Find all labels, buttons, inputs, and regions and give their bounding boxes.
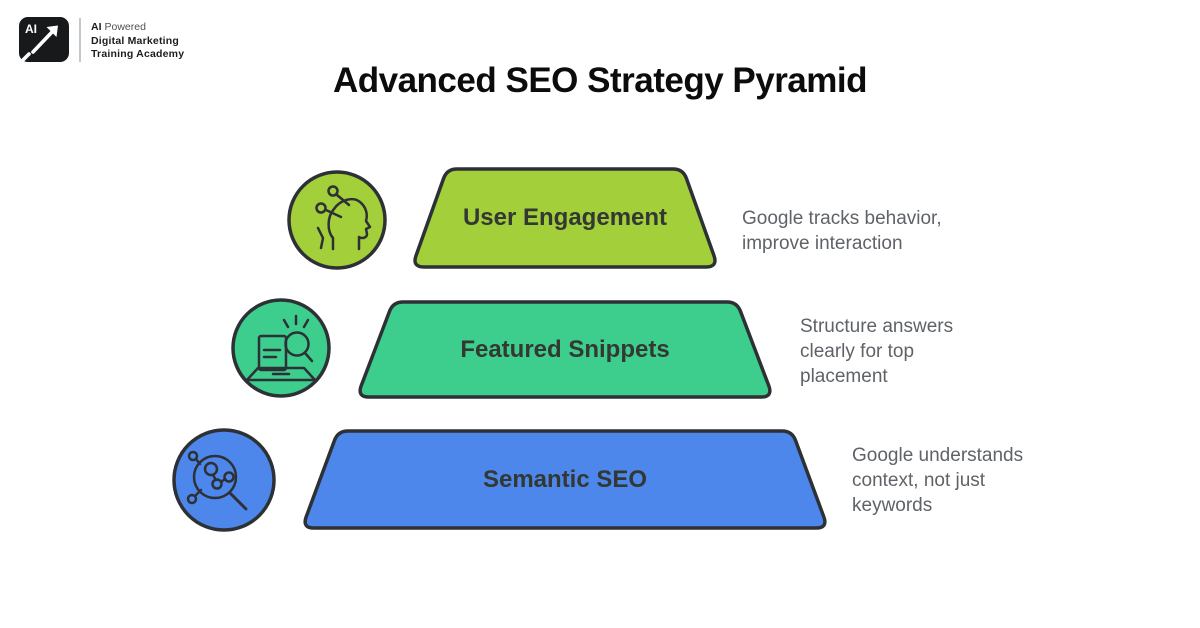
pyramid-level-2-shape [358,300,772,399]
pyramid-level-3-shape [303,429,827,530]
logo-line-2: Digital Marketing [91,34,179,47]
level-1-description: Google tracks behavior, improve interact… [742,208,942,254]
logo-line-3: Training Academy [91,48,185,60]
logo-badge-text: AI [25,22,37,36]
level-3-description: Google understands context, not just key… [852,445,1024,516]
level-3-label: Semantic SEO [482,466,648,493]
head-profile-nodes-icon [287,170,387,270]
brand-logo: AI [18,16,70,63]
logo-divider [79,18,81,62]
level-2-description: Structure answers clearly for top placem… [800,316,954,387]
page-title: Advanced SEO Strategy Pyramid [332,61,868,101]
level-1-label: User Engagement [462,204,668,231]
ai-arrow-logo-icon: AI [19,17,69,62]
laptop-magnifier-icon [231,298,331,398]
network-magnifier-icon [172,428,276,532]
pyramid-level-1-shape [413,167,717,269]
level-2-label: Featured Snippets [460,336,670,363]
